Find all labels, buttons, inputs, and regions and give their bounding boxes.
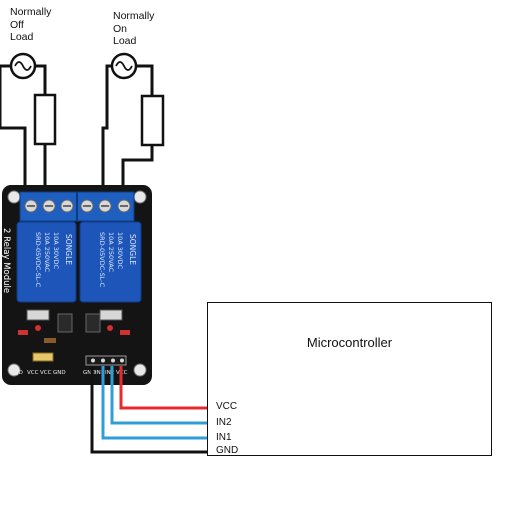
jumper-pin-label: VCC <box>40 370 52 376</box>
pin-vcc-label: VCC <box>216 401 238 412</box>
control-wires <box>90 366 207 454</box>
relay-marking: SRD-05VDC-SL-C <box>98 232 106 288</box>
input-pin-label: IN2 <box>105 370 114 376</box>
resistor-load-left <box>33 93 57 146</box>
microcontroller-box: Microcontroller VCC IN2 IN1 GND <box>207 302 492 456</box>
relay-marking: SRD-05VDC-SL-C <box>34 232 42 288</box>
relay-2 <box>79 221 142 303</box>
normally-off-load-label: Normally Off Load <box>10 6 52 43</box>
pin-in2-label: IN2 <box>216 417 232 428</box>
jumper-pin-label: VCC <box>27 370 39 376</box>
jumper-pin-label: GND <box>53 370 66 376</box>
pin-gnd-label: GND <box>216 445 239 456</box>
relay-marking: 10A 250VAC <box>107 232 115 273</box>
lamp-icon <box>9 52 37 80</box>
load-wires <box>0 64 154 187</box>
relay-module-board: SRD-05VDC-SL-C 10A 250VAC 10A 30VDC SONG… <box>1 185 152 385</box>
input-pin-label: IN1 <box>95 370 104 376</box>
resistor-load-right <box>140 94 165 147</box>
relay-marking: 10A 250VAC <box>43 232 51 273</box>
relay-marking: 10A 30VDC <box>52 232 60 270</box>
relay-1 <box>16 221 77 303</box>
jumper-pin-label: JD <box>16 370 23 376</box>
module-side-label: 2 Relay Module <box>1 228 11 293</box>
microcontroller-title: Microcontroller <box>306 335 393 350</box>
input-pin-label: GND <box>83 370 96 376</box>
relay-brand: SONGLE <box>128 234 137 265</box>
relay-brand: SONGLE <box>64 234 73 265</box>
relay-marking: 10A 30VDC <box>116 232 124 270</box>
pin-in1-label: IN1 <box>216 432 232 443</box>
lamp-icon <box>110 52 138 80</box>
normally-on-load-label: Normally On Load <box>113 10 155 47</box>
